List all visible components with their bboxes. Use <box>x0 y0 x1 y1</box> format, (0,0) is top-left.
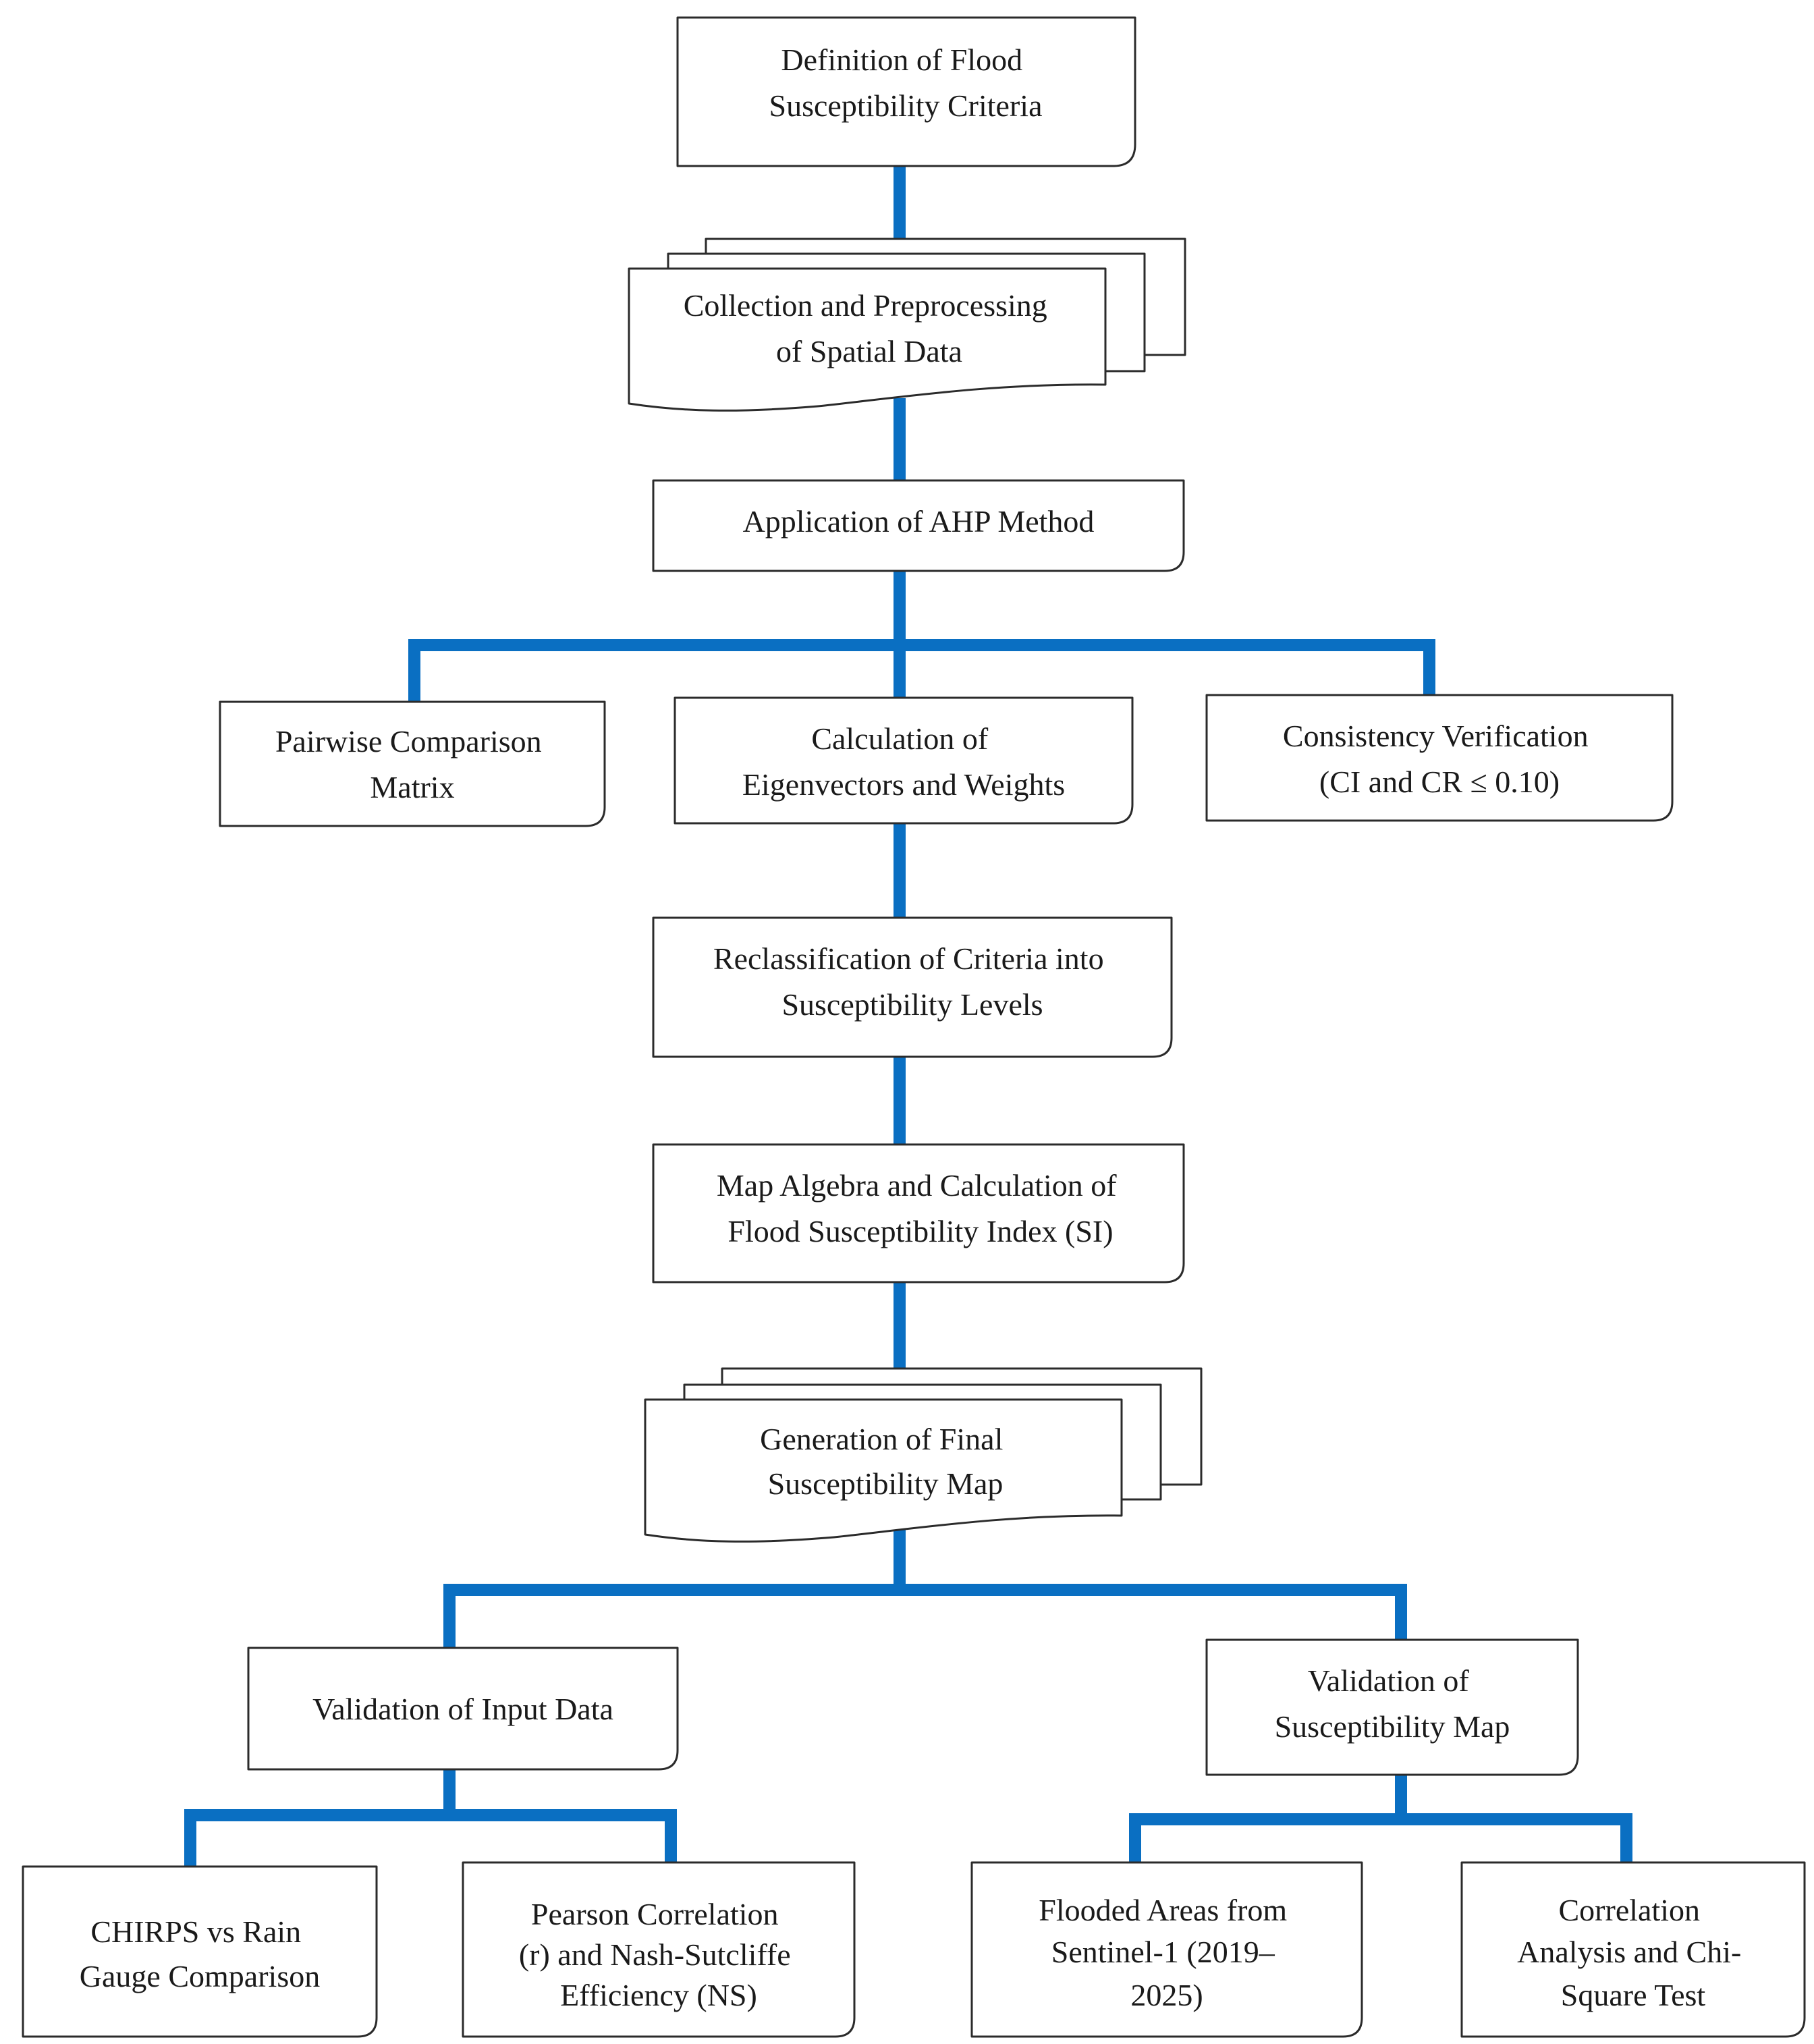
val-input-label: Validation of Input Data <box>312 1692 613 1726</box>
box-val-input <box>247 1647 679 1771</box>
box-finalmap <box>644 1398 1123 1543</box>
box-pearson <box>462 1861 856 2038</box>
final-map-label: Generation of Final Susceptibility Map <box>760 1422 1011 1501</box>
box-definition <box>676 16 1136 167</box>
reclass-label: Reclassification of Criteria into Suscep… <box>713 941 1111 1022</box>
chirps-label: CHIRPS vs Rain Gauge Comparison <box>80 1914 320 1993</box>
ahp-label: Application of AHP Method <box>743 504 1095 538</box>
connector-val-map-to-chisq <box>1401 1813 1632 1867</box>
box-eigen <box>674 696 1134 825</box>
definition-label: Definition of Flood Susceptibility Crite… <box>769 43 1043 123</box>
chisq-label: Correlation Analysis and Chi- Square Tes… <box>1517 1893 1749 2012</box>
algebra-label: Map Algebra and Calculation of Flood Sus… <box>717 1168 1124 1248</box>
box-ahp <box>652 479 1185 572</box>
box-pairwise <box>219 700 606 827</box>
val-map-label: Validation of Susceptibility Map <box>1275 1663 1510 1744</box>
pairwise-label: Pairwise Comparison Matrix <box>275 724 549 804</box>
connector-val-map-to-sub <box>1129 1775 1407 1867</box>
boxes <box>22 16 1806 2038</box>
box-chisq <box>1460 1861 1806 2038</box>
box-val-map <box>1205 1638 1579 1776</box>
labels: Definition of Flood Susceptibility Crite… <box>80 43 1749 2012</box>
pearson-label: Pearson Correlation (r) and Nash-Sutclif… <box>519 1897 798 2012</box>
box-flooded <box>970 1861 1363 2038</box>
connector-val-input-to-pearson <box>449 1809 677 1862</box>
box-reclass <box>652 916 1173 1058</box>
box-consistency <box>1205 694 1674 822</box>
consistency-label: Consistency Verification (CI and CR ≤ 0.… <box>1283 719 1596 799</box>
flooded-label: Flooded Areas from Sentinel-1 (2019– 202… <box>1039 1893 1294 2012</box>
box-collection <box>628 267 1107 412</box>
collection-label: Collection and Preprocessing of Spatial … <box>684 288 1055 368</box>
eigen-label: Calculation of Eigenvectors and Weights <box>742 721 1065 802</box>
connector-val-input-to-sub <box>184 1769 456 1867</box>
box-algebra <box>652 1143 1185 1283</box>
box-chirps <box>22 1865 378 2038</box>
connectors <box>184 166 1632 1867</box>
